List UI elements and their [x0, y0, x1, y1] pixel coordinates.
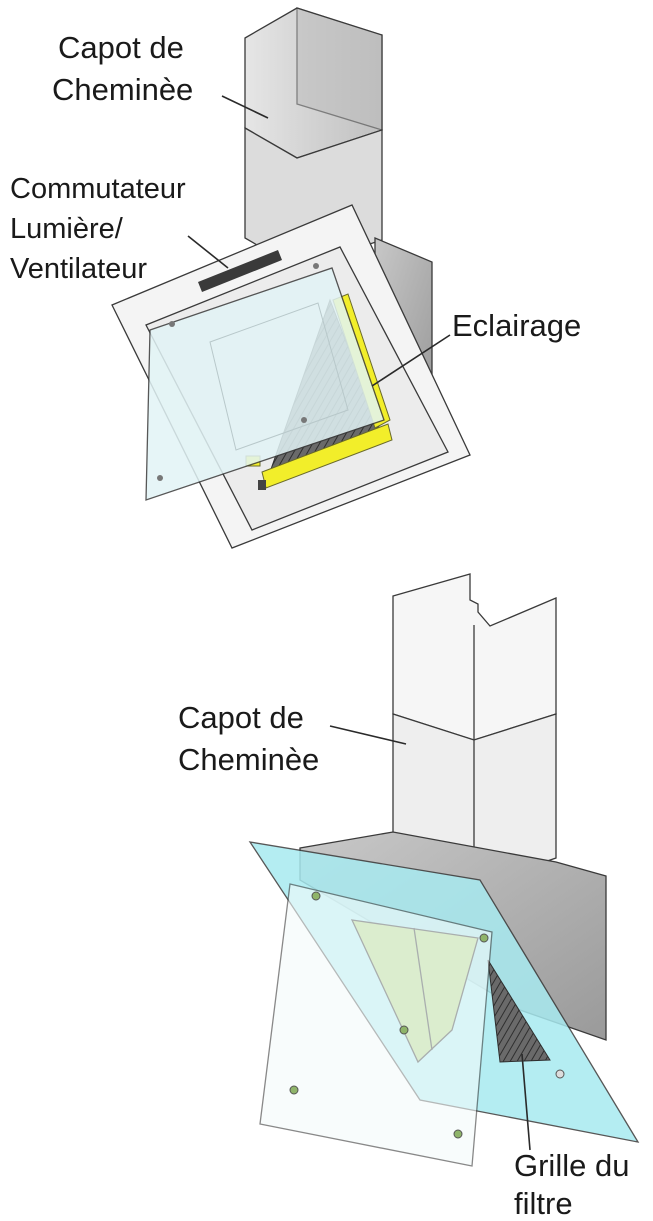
bottom-screw: [480, 934, 488, 942]
leader-top-switch: [188, 236, 228, 268]
bottom-screw: [454, 1130, 462, 1138]
label-top-lighting: Eclairage: [452, 308, 581, 343]
label-bottom-chimney-hood: Capot de Cheminèe: [178, 700, 319, 777]
top-screw: [157, 475, 163, 481]
bottom-front-glass: [260, 884, 492, 1166]
top-screw: [313, 263, 319, 269]
top-knob: [258, 480, 266, 490]
label-bottom-filter-grille: Grille du filtre: [514, 1148, 638, 1221]
bottom-hood-illustration: [250, 574, 638, 1166]
label-top-chimney-hood: Capot de Cheminèe: [52, 30, 193, 107]
top-screw: [301, 417, 307, 423]
bottom-screw: [556, 1070, 564, 1078]
label-top-switch: Commutateur Lumière/ Ventilateur: [10, 173, 194, 285]
bottom-screw: [400, 1026, 408, 1034]
top-screw: [169, 321, 175, 327]
bottom-screw: [312, 892, 320, 900]
bottom-screw: [290, 1086, 298, 1094]
